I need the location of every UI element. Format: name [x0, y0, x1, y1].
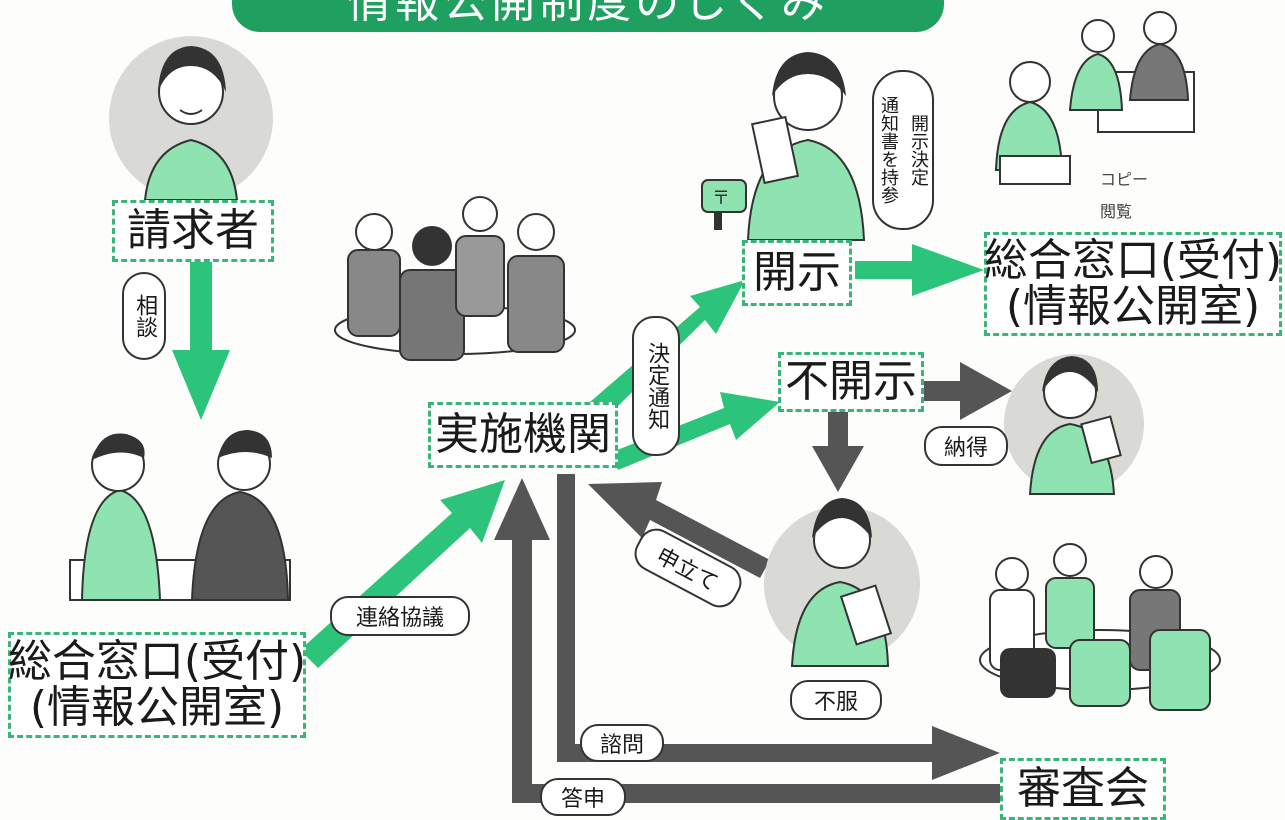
dissatisfied-person-illustration — [764, 498, 920, 667]
liaison-label: 連絡協議 — [330, 596, 470, 636]
inquiry-label: 諮問 — [580, 724, 664, 762]
counter-conversation-illustration — [69, 430, 291, 601]
counter-left-line2: (情報公開室) — [29, 682, 285, 733]
agency-label: 実施機関 — [435, 408, 611, 460]
arrow-counter-to-agency — [300, 480, 505, 668]
disclose-box: 開示 — [742, 240, 852, 306]
svg-text:〒: 〒 — [712, 188, 730, 209]
notice-bring-label: 開示決定 通知書を持参 — [872, 70, 934, 230]
accept-person-illustration — [1004, 354, 1144, 495]
counter-left-line1: 総合窓口(受付) — [7, 635, 307, 687]
dissatisfied-label: 不服 — [790, 680, 882, 720]
review-board-box: 審査会 — [1000, 758, 1166, 820]
nondisclose-label: 不開示 — [785, 355, 917, 407]
arrow-disclose-to-counter — [855, 244, 984, 296]
review-board-label: 審査会 — [1017, 762, 1149, 814]
arrow-nondisclose-to-dissatisfied — [812, 410, 864, 492]
copy-view-illustration — [994, 11, 1195, 185]
decision-notice-label: 決定通知 — [632, 316, 680, 456]
nondisclose-box: 不開示 — [778, 352, 924, 412]
arrow-appeal-to-agency — [588, 482, 770, 578]
copy-label: コピー — [1100, 170, 1149, 189]
meeting-illustration — [334, 196, 576, 361]
mailbox-icon: 〒 — [701, 179, 747, 230]
agency-box: 実施機関 — [428, 402, 618, 468]
arrow-nondisclose-to-accept — [924, 362, 1012, 420]
disclose-label: 開示 — [753, 246, 841, 298]
counter-right-line1: 総合窓口(受付) — [983, 234, 1283, 286]
diagram-title: 情報公開制度のしくみ — [232, 0, 944, 32]
review-board-illustration — [979, 543, 1221, 711]
report-label: 答申 — [540, 778, 626, 816]
view-label: 閲覧 — [1100, 202, 1133, 221]
counter-left-box: 総合窓口(受付) (情報公開室) — [8, 632, 306, 738]
counter-right-line2: (情報公開室) — [1005, 281, 1261, 332]
arrow-report — [494, 478, 1002, 803]
arrow-requester-to-counter — [172, 262, 230, 420]
requester-person-illustration — [109, 36, 273, 201]
notice-woman-illustration — [746, 52, 866, 241]
consult-label: 相談 — [122, 272, 166, 360]
notice-bring-line1: 開示決定 — [908, 114, 929, 186]
requester-box: 請求者 — [112, 200, 274, 262]
counter-right-box: 総合窓口(受付) (情報公開室) — [984, 232, 1282, 336]
accept-label: 納得 — [924, 426, 1008, 466]
requester-label: 請求者 — [127, 204, 259, 256]
notice-bring-line2: 通知書を持参 — [878, 96, 899, 204]
